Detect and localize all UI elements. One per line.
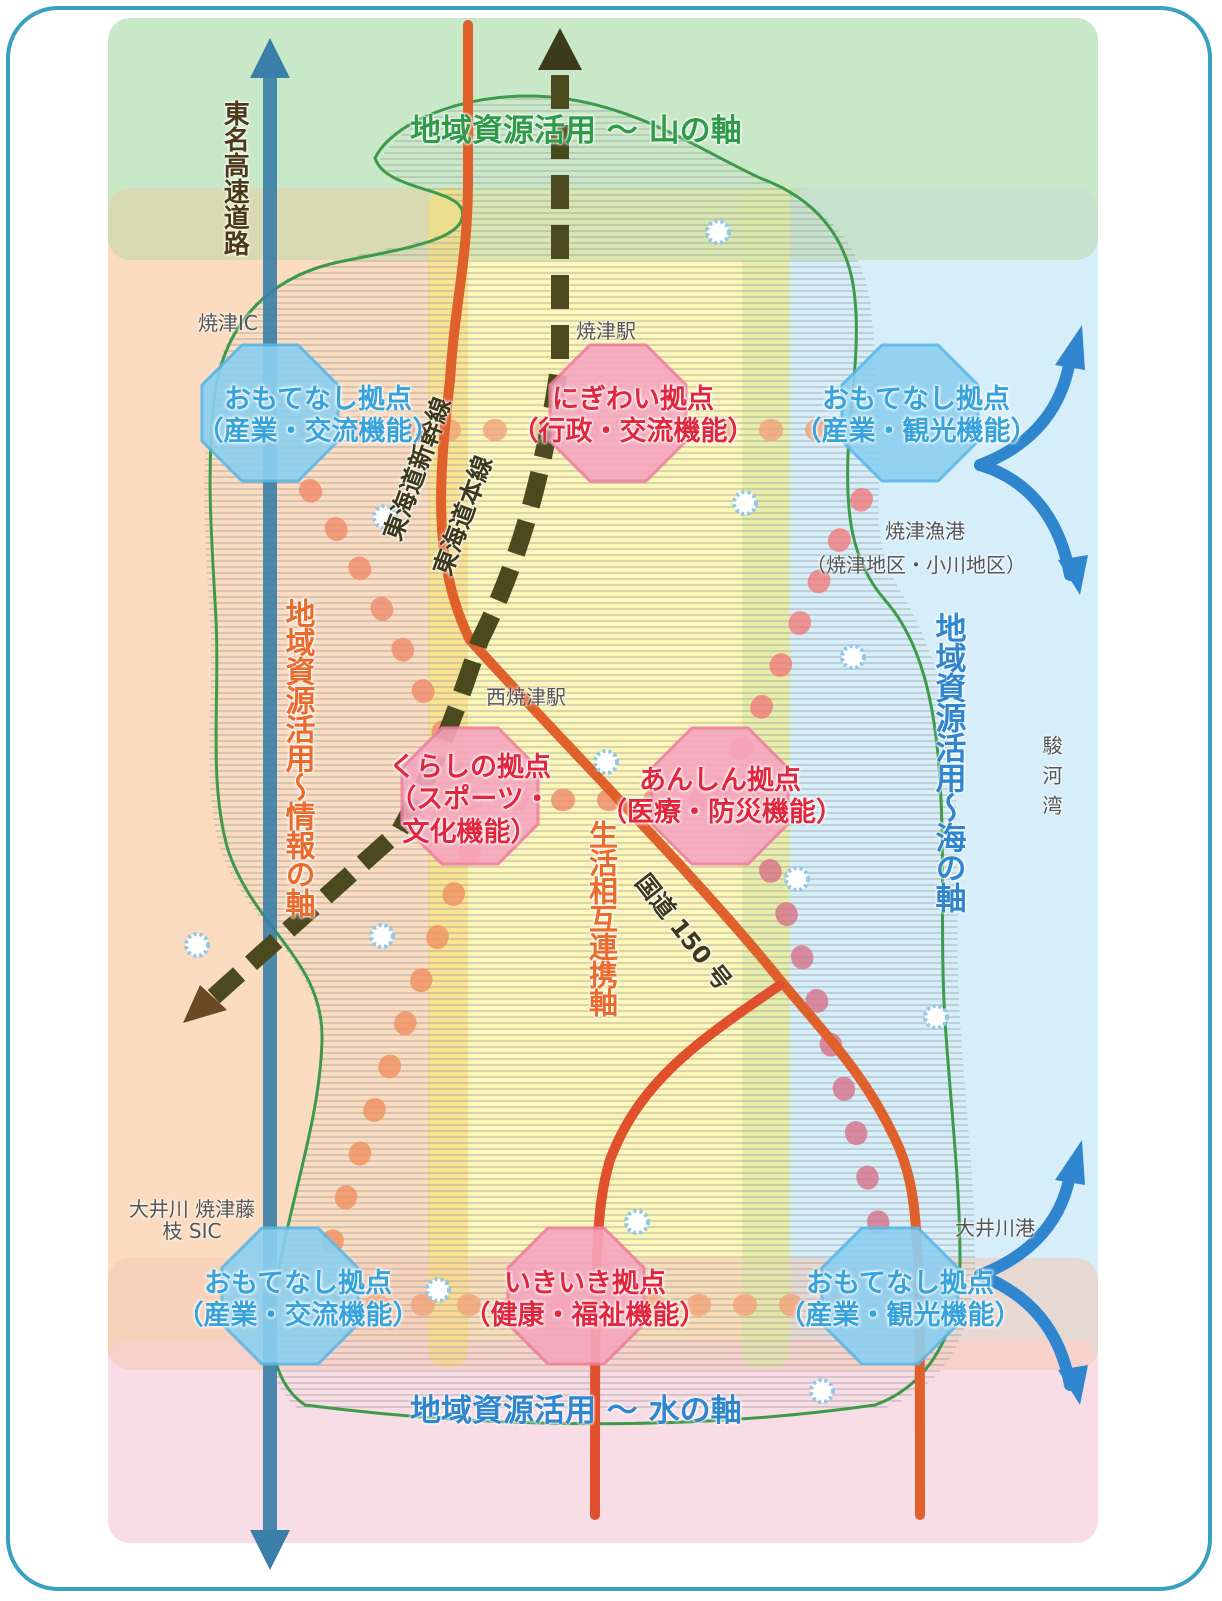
hub-kurashi: くらしの拠点 （スポーツ・ 文化機能） [360,752,580,849]
yaizu-port-sub-label: （焼津地区・小川地区） [806,553,1026,577]
route150-line [436,20,925,1520]
hub-omotenashi-nw-name: おもてなし拠点 [224,384,412,415]
yaizu-ic-label: 焼津IC [198,311,258,335]
hub-nigiwai: にぎわい拠点 （行政・交流機能） [503,384,763,449]
hub-omotenashi-sw: おもてなし拠点 （産業・交流機能） [168,1268,428,1333]
hub-omotenashi-ne-sub: （産業・観光機能） [794,416,1038,448]
hub-anshin-sub: （医療・防災機能） [600,797,843,829]
life-axis-label: 生活相互連携軸 [584,820,619,1016]
city-boundary-hatch [204,98,975,1410]
suruga-bay-label: 駿河湾 [1039,735,1063,825]
hub-omotenashi-se-sub: （産業・観光機能） [778,1300,1022,1332]
resource-markers [184,219,949,1404]
oigawa-port-label: 大井川港 [955,1216,1035,1240]
hub-omotenashi-se-shape [820,1226,960,1366]
expressway-arrow-south [250,1530,290,1570]
hub-omotenashi-se-name: おもてなし拠点 [806,1268,994,1299]
hub-omotenashi-nw-shape [200,343,340,483]
yaizu-port-label: 焼津漁港 [885,519,965,543]
sea-axis-label: 地域資源活用～海の軸 [929,612,966,912]
hub-nigiwai-sub: （行政・交流機能） [511,416,755,448]
sea-arrows-south [974,1169,1076,1391]
hub-ikiiki: いきいき拠点 （健康・福祉機能） [455,1268,715,1333]
rail-arrow-southwest [183,985,227,1023]
hub-anshin-shape [650,726,790,866]
expressway-label: 東名高速道路 [219,100,250,256]
rail-arrow-north [538,28,582,70]
hub-kurashi-name: くらしの拠点 [389,752,551,783]
hub-ikiiki-sub: （健康・福祉機能） [463,1300,707,1332]
hub-omotenashi-se: おもてなし拠点 （産業・観光機能） [770,1268,1030,1333]
hub-omotenashi-ne-shape [840,343,980,483]
hub-omotenashi-nw-sub: （産業・交流機能） [196,416,440,448]
nishi-yaizu-station-label: 西焼津駅 [486,685,566,709]
hub-kurashi-sub2: 文化機能） [402,816,538,848]
hub-kurashi-shape [400,726,540,866]
hub-ikiiki-shape [506,1226,646,1366]
hub-omotenashi-sw-sub: （産業・交流機能） [176,1300,420,1332]
hub-kurashi-sub1: （スポーツ・ [389,784,551,816]
expressway-arrow-north [250,38,290,78]
hub-omotenashi-ne-name: おもてなし拠点 [822,384,1010,415]
hub-ikiiki-name: いきいき拠点 [504,1268,666,1299]
hub-omotenashi-sw-name: おもてなし拠点 [204,1268,392,1299]
hub-omotenashi-nw: おもてなし拠点 （産業・交流機能） [188,384,448,449]
info-axis-label: 地域資源活用～情報の軸 [279,598,315,917]
sea-arrows-north [974,354,1076,581]
hub-omotenashi-sw-shape [220,1226,360,1366]
hub-nigiwai-name: にぎわい拠点 [552,384,714,415]
hub-anshin-name: あんしん拠点 [639,765,801,796]
mountain-axis-label: 地域資源活用 ～ 山の軸 [410,113,742,149]
yaizu-station-label: 焼津駅 [576,319,636,343]
oigawa-sic-label: 大井川 焼津藤枝 SIC [128,1197,256,1243]
hub-nigiwai-shape [548,343,688,483]
hub-octagons [200,343,980,1366]
hub-omotenashi-ne: おもてなし拠点 （産業・観光機能） [786,384,1046,449]
hub-anshin: あんしん拠点 （医療・防災機能） [600,765,843,830]
water-axis-label: 地域資源活用 ～ 水の軸 [410,1393,742,1429]
